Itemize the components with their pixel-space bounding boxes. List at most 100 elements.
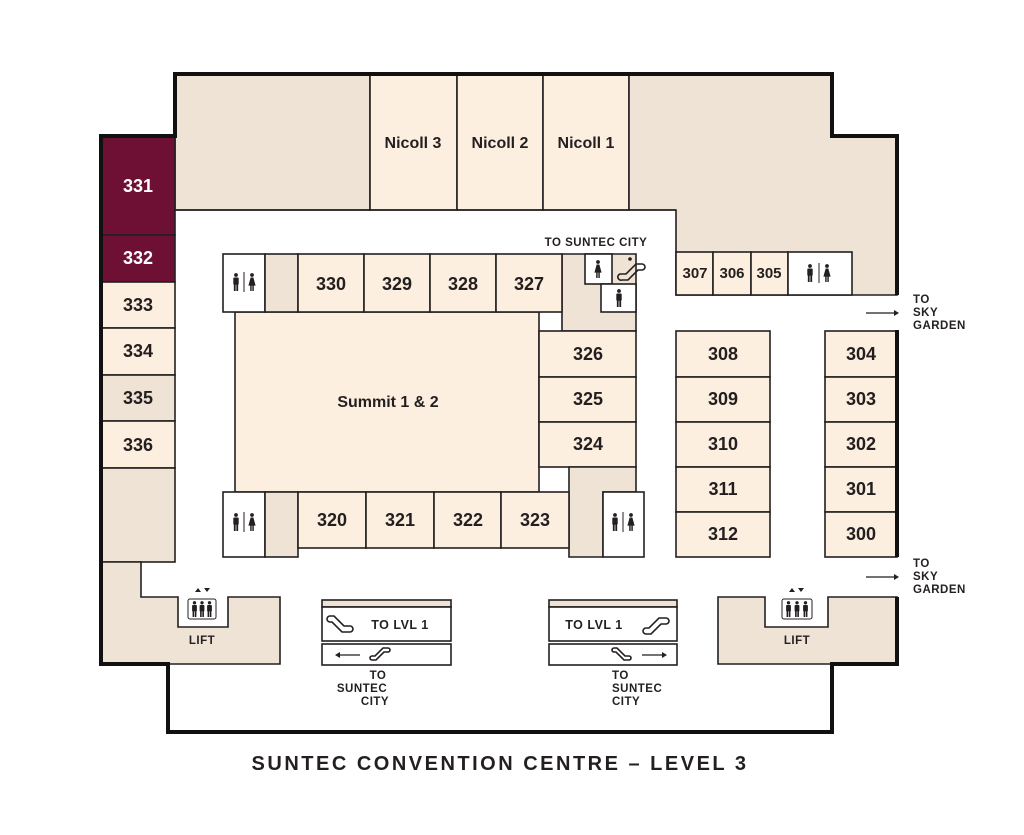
arrow-icon <box>662 652 667 658</box>
room-label: 311 <box>708 479 737 499</box>
label-to: TO <box>370 670 387 682</box>
room-321[interactable]: 321 <box>365 491 435 549</box>
map-title: SUNTEC CONVENTION CENTRE – LEVEL 3 <box>252 753 749 775</box>
room-332[interactable]: 332 <box>100 234 176 283</box>
room-nicoll-2[interactable]: Nicoll 2 <box>456 73 544 211</box>
room-label: Nicoll 3 <box>385 135 442 152</box>
room-label: 326 <box>573 344 603 364</box>
room-label: 309 <box>708 389 738 409</box>
restroom-320-row[interactable] <box>222 491 266 558</box>
outer-wall <box>99 72 899 734</box>
room-310[interactable]: 310 <box>675 421 771 468</box>
lift-label: LIFT <box>189 635 215 647</box>
room-329[interactable]: 329 <box>363 253 431 313</box>
room-label: 306 <box>719 265 744 282</box>
room-305[interactable]: 305 <box>750 251 789 296</box>
room-303[interactable]: 303 <box>824 376 898 423</box>
room-309[interactable]: 309 <box>675 376 771 423</box>
restroom-330-row[interactable] <box>222 253 266 313</box>
room-label: 333 <box>123 295 153 315</box>
room-324[interactable]: 324 <box>538 421 637 468</box>
room-325[interactable]: 325 <box>538 376 637 423</box>
lift-icon[interactable] <box>781 588 813 620</box>
room-331[interactable]: 331 <box>100 135 176 236</box>
room-326[interactable]: 326 <box>538 330 637 378</box>
room-322[interactable]: 322 <box>433 491 502 549</box>
arrow-icon <box>335 652 340 658</box>
label-city: CITY <box>612 696 640 708</box>
arrow-icon <box>894 574 899 580</box>
room-327[interactable]: 327 <box>495 253 563 313</box>
room-328[interactable]: 328 <box>429 253 497 313</box>
room-label: 304 <box>846 344 876 364</box>
room-300[interactable]: 300 <box>824 511 898 558</box>
lift-lobby-right <box>717 596 898 665</box>
room-336[interactable]: 336 <box>100 420 176 469</box>
room-label: 308 <box>708 344 738 364</box>
lift-icon[interactable] <box>187 588 217 620</box>
service-area-top-left <box>174 73 371 211</box>
room-label: 325 <box>573 389 603 409</box>
room-320[interactable]: 320 <box>297 491 367 549</box>
room-label: 302 <box>846 434 876 454</box>
to-lvl1-label: TO LVL 1 <box>565 618 623 632</box>
escalator-icon <box>617 257 646 281</box>
escalator-left[interactable]: TO LVL 1 TO SUNTEC CITY <box>321 599 452 708</box>
restroom-male[interactable] <box>600 283 637 313</box>
lift-label: LIFT <box>784 635 810 647</box>
room-312[interactable]: 312 <box>675 511 771 558</box>
room-323[interactable]: 323 <box>500 491 570 549</box>
restroom-305-row[interactable] <box>787 251 853 296</box>
room-label: 303 <box>846 389 876 409</box>
label-to: TO <box>913 294 930 306</box>
escalator-right[interactable]: TO LVL 1 TO SUNTEC CITY <box>548 599 678 708</box>
room-333[interactable]: 333 <box>100 281 176 329</box>
escalator-icon <box>369 647 391 661</box>
room-nicoll-1[interactable]: Nicoll 1 <box>542 73 630 211</box>
room-label: Nicoll 1 <box>558 135 615 152</box>
room-label: 322 <box>453 510 483 530</box>
room-label: 323 <box>520 510 550 530</box>
escalator-icon <box>642 617 670 635</box>
service-area-left <box>100 467 176 563</box>
room-label: 310 <box>708 434 738 454</box>
room-label: 312 <box>708 524 738 544</box>
room-334[interactable]: 334 <box>100 327 176 376</box>
room-label: 321 <box>385 510 415 530</box>
lift-lobby-left <box>100 561 281 665</box>
room-label: 332 <box>123 248 153 268</box>
escalator-icon <box>326 615 354 633</box>
label-suntec: SUNTEC <box>337 683 387 695</box>
room-label: 327 <box>514 274 544 294</box>
to-suntec-city-label: TO SUNTEC CITY <box>545 237 648 249</box>
room-301[interactable]: 301 <box>824 466 898 513</box>
to-sky-garden-lower[interactable]: TO SKY GARDEN <box>866 558 966 596</box>
room-label: 320 <box>317 510 347 530</box>
room-label: 328 <box>448 274 478 294</box>
room-306[interactable]: 306 <box>712 251 752 296</box>
room-label: 334 <box>123 341 153 361</box>
room-label: 300 <box>846 524 876 544</box>
room-335[interactable]: 335 <box>100 374 176 422</box>
room-label: 301 <box>846 479 876 499</box>
label-sky: SKY <box>913 307 938 319</box>
room-nicoll-3[interactable]: Nicoll 3 <box>369 73 458 211</box>
label-suntec: SUNTEC <box>612 683 662 695</box>
escalator-icon <box>611 647 632 661</box>
room-330[interactable]: 330 <box>297 253 365 313</box>
to-sky-garden-upper[interactable]: TO SKY GARDEN <box>866 294 966 332</box>
room-311[interactable]: 311 <box>675 466 771 513</box>
room-label: 305 <box>756 265 781 282</box>
service-area <box>264 253 299 313</box>
room-label: 307 <box>682 265 707 282</box>
room-label: 331 <box>123 176 153 196</box>
room-302[interactable]: 302 <box>824 421 898 468</box>
to-lvl1-label: TO LVL 1 <box>371 618 429 632</box>
label-garden: GARDEN <box>913 584 966 596</box>
room-304[interactable]: 304 <box>824 330 898 378</box>
restroom-323-row[interactable] <box>602 491 645 558</box>
room-307[interactable]: 307 <box>675 251 714 296</box>
room-308[interactable]: 308 <box>675 330 771 378</box>
label-city: CITY <box>361 696 389 708</box>
